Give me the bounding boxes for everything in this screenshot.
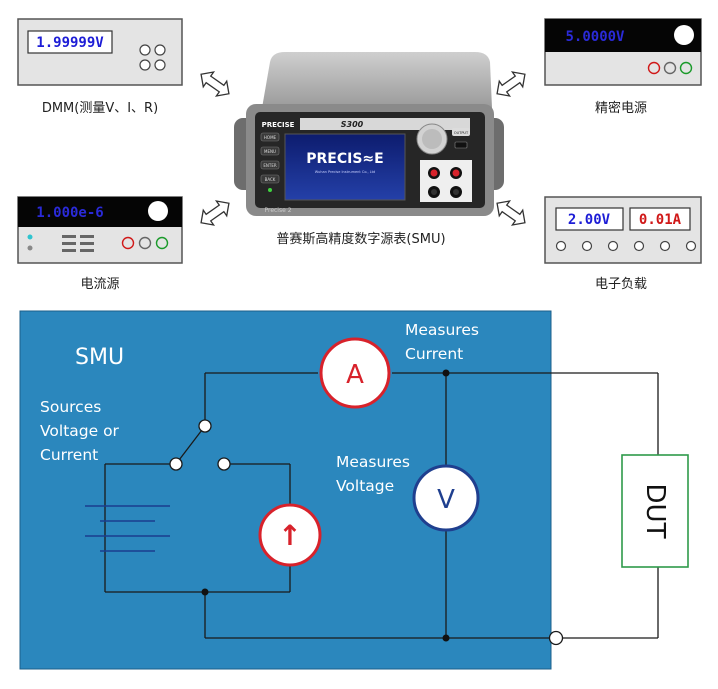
svg-text:BACK: BACK [265,177,276,182]
svg-text:↑: ↑ [278,519,301,552]
dut-box: DUT [621,454,689,568]
smu-device-caption: 普赛斯高精度数字源表(SMU) [276,231,445,247]
electronic-load-caption: 电子负载 [595,277,647,292]
dut-label: DUT [640,484,670,539]
output-terminal [548,630,564,646]
electronic-load-instrument: 2.00V 0.01A [544,196,702,264]
circuit-wires [104,372,659,639]
junction-bottom-right [442,634,450,642]
svg-text:ENTER: ENTER [263,163,276,168]
svg-text:MENU: MENU [264,149,276,154]
smu-brand: PRECISE [262,121,295,129]
svg-text:A: A [346,360,364,390]
arrow-icon-dmm [200,71,230,97]
smu-device-photo: PRECISE S300 HOME MENU ENTER BACK PRECIS… [234,52,504,216]
current-source-caption: 电流源 [80,277,119,292]
arrow-icon-current-source [200,200,230,226]
switch-common-contact [198,419,212,433]
junction-top [442,369,450,377]
smu-title: SMU [75,345,124,370]
junction-bottom-left [201,588,209,596]
load-voltage-display: 2.00V [568,212,611,228]
arrow-icon-power-supply [496,71,526,97]
measures-voltage-label: Measures Voltage [336,453,415,495]
current-source-instrument: 1.000e-6 [17,196,183,264]
smu-output-label: OUTPUT [454,131,469,135]
switch-voltage-contact [169,457,183,471]
current-source-symbol: ↑ [258,503,322,567]
smu-footer-label: Precise 2 [264,207,291,214]
svg-text:HOME: HOME [264,135,277,140]
battery-symbol [85,505,170,552]
ammeter-symbol: A [319,337,391,409]
smu-model: S300 [341,120,364,129]
measures-current-label: Measures Current [405,321,484,363]
power-supply-caption: 精密电源 [595,100,647,116]
smu-front-buttons: HOME MENU ENTER BACK [260,132,280,192]
dmm-display: 1.99999V [36,35,104,51]
power-supply-instrument: 5.0000V [544,18,702,86]
power-supply-display: 5.0000V [565,29,625,45]
dmm-caption: DMM(测量V、I、R) [42,101,158,116]
current-source-display: 1.000e-6 [36,205,103,221]
svg-text:V: V [437,485,455,515]
smu-screen-logo: PRECIS≈E [306,151,383,167]
switch-current-contact [217,457,231,471]
voltmeter-symbol: V [412,464,480,532]
arrow-icon-electronic-load [496,200,526,226]
dmm-instrument: 1.99999V [17,18,183,86]
sources-label: Sources Voltage or Current [40,398,124,464]
smu-screen-subtitle: Wuhan Precise Instrument Co., Ltd [315,170,376,174]
load-current-display: 0.01A [639,212,682,228]
